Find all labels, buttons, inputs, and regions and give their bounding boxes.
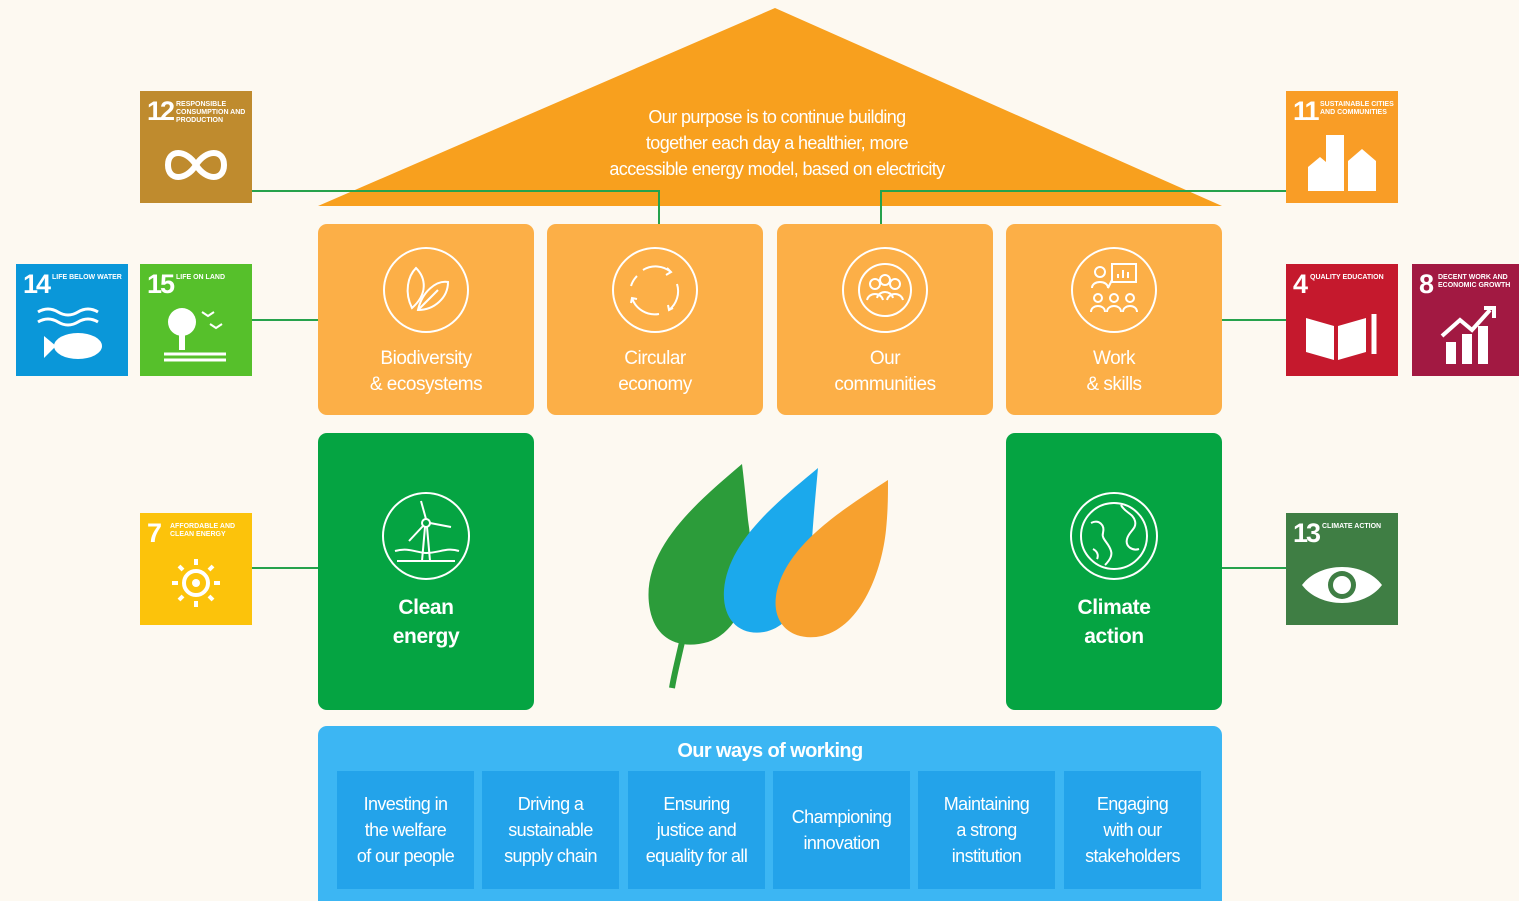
way-item: Championing innovation xyxy=(773,771,910,889)
way-item: Investing in the welfare of our people xyxy=(337,771,474,889)
circular-arrows-icon xyxy=(612,247,698,333)
growth-chart-icon xyxy=(1440,306,1496,364)
way-item: Engaging with our stakeholders xyxy=(1064,771,1201,889)
climate-action-label: Climate action xyxy=(1077,596,1151,648)
sdg-12-tile: 12 Responsible consumption and productio… xyxy=(140,91,252,203)
three-leaves-logo xyxy=(648,464,888,689)
connector-line xyxy=(252,567,318,569)
sdg-11-tile: 11 Sustainable cities and communities xyxy=(1286,91,1398,203)
community-people-icon xyxy=(842,247,928,333)
fish-icon xyxy=(37,307,102,359)
sdg-7-tile: 7 Affordable and clean energy xyxy=(140,513,252,625)
connector-line xyxy=(1222,319,1286,321)
infinity-icon xyxy=(164,150,228,180)
pillar-label: Our communities xyxy=(834,348,936,395)
way-item: Driving a sustainable supply chain xyxy=(482,771,619,889)
climate-action-box: Climate action xyxy=(1006,433,1222,710)
pillar-work-skills: Work & skills xyxy=(1006,224,1222,415)
ways-of-working-title: Our ways of working xyxy=(677,740,863,762)
connector-line xyxy=(880,190,882,224)
pillar-label: Work & skills xyxy=(1086,348,1142,395)
pillar-biodiversity: Biodiversity & ecosystems xyxy=(318,224,534,415)
pillar-communities: Our communities xyxy=(777,224,993,415)
connector-line xyxy=(252,190,660,192)
city-buildings-icon xyxy=(1308,135,1376,191)
clean-energy-label: Clean energy xyxy=(392,596,460,648)
leaf-icon xyxy=(383,247,469,333)
connector-line xyxy=(658,190,660,224)
tree-icon xyxy=(164,308,226,362)
pillar-circular-economy: Circular economy xyxy=(547,224,763,415)
sdg-15-tile: 15 Life on land xyxy=(140,264,252,376)
ways-of-working-panel: Our ways of working Investing in the wel… xyxy=(318,726,1222,901)
book-icon xyxy=(1306,314,1377,360)
pillar-label: Biodiversity & ecosystems xyxy=(369,348,483,395)
sdg-4-tile: 4 Quality education xyxy=(1286,264,1398,376)
wind-turbine-icon xyxy=(382,492,470,580)
pillar-label: Circular economy xyxy=(618,348,692,395)
sun-icon xyxy=(172,559,220,607)
connector-line xyxy=(880,190,1286,192)
way-item: Ensuring justice and equality for all xyxy=(628,771,765,889)
purpose-statement: Our purpose is to continue building toge… xyxy=(609,107,945,179)
way-item: Maintaining a strong institution xyxy=(918,771,1055,889)
sdg-8-tile: 8 Decent work and economic growth xyxy=(1412,264,1519,376)
globe-icon xyxy=(1070,492,1158,580)
clean-energy-box: Clean energy xyxy=(318,433,534,710)
sdg-14-tile: 14 Life below water xyxy=(16,264,128,376)
sdg-13-tile: 13 Climate action xyxy=(1286,513,1398,625)
connector-line xyxy=(1222,567,1286,569)
eye-globe-icon xyxy=(1302,567,1382,603)
connector-line xyxy=(252,319,318,321)
teacher-board-icon xyxy=(1071,247,1157,333)
